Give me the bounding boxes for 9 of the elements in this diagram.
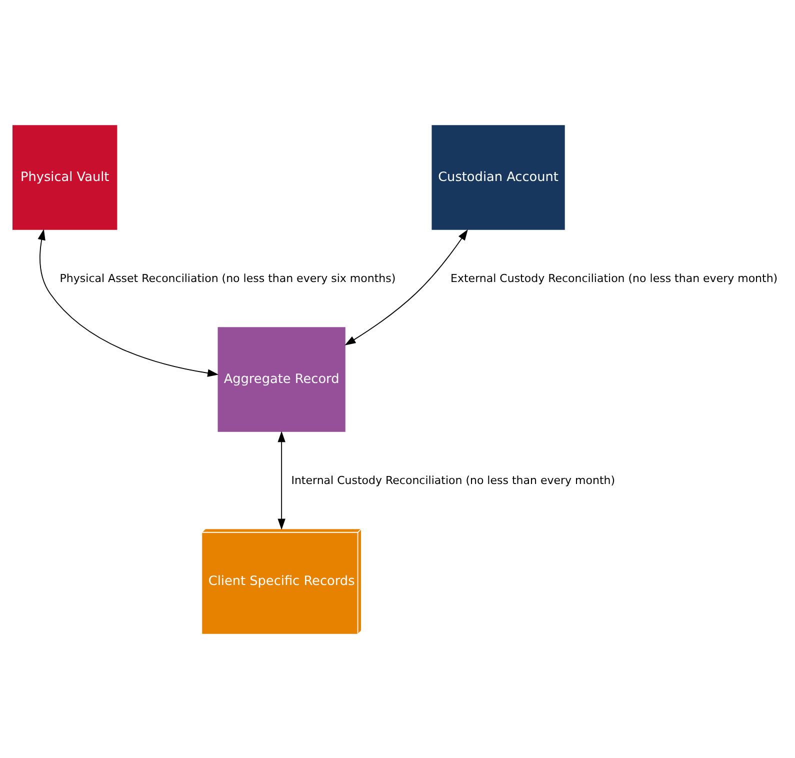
edge-label: External Custody Reconciliation (no less than every month)	[450, 271, 778, 284]
edge-label: Physical Asset Reconciliation (no less than every six months)	[60, 271, 396, 284]
arrow	[278, 430, 286, 530]
node-box: Physical Vault	[12, 124, 118, 230]
edge-label: Internal Custody Reconciliation (no less than every month)	[291, 473, 616, 486]
node-box: Custodian Account	[430, 124, 566, 230]
arrow	[38, 228, 219, 376]
arrow	[344, 228, 468, 345]
node-box: Aggregate Record	[216, 326, 346, 432]
